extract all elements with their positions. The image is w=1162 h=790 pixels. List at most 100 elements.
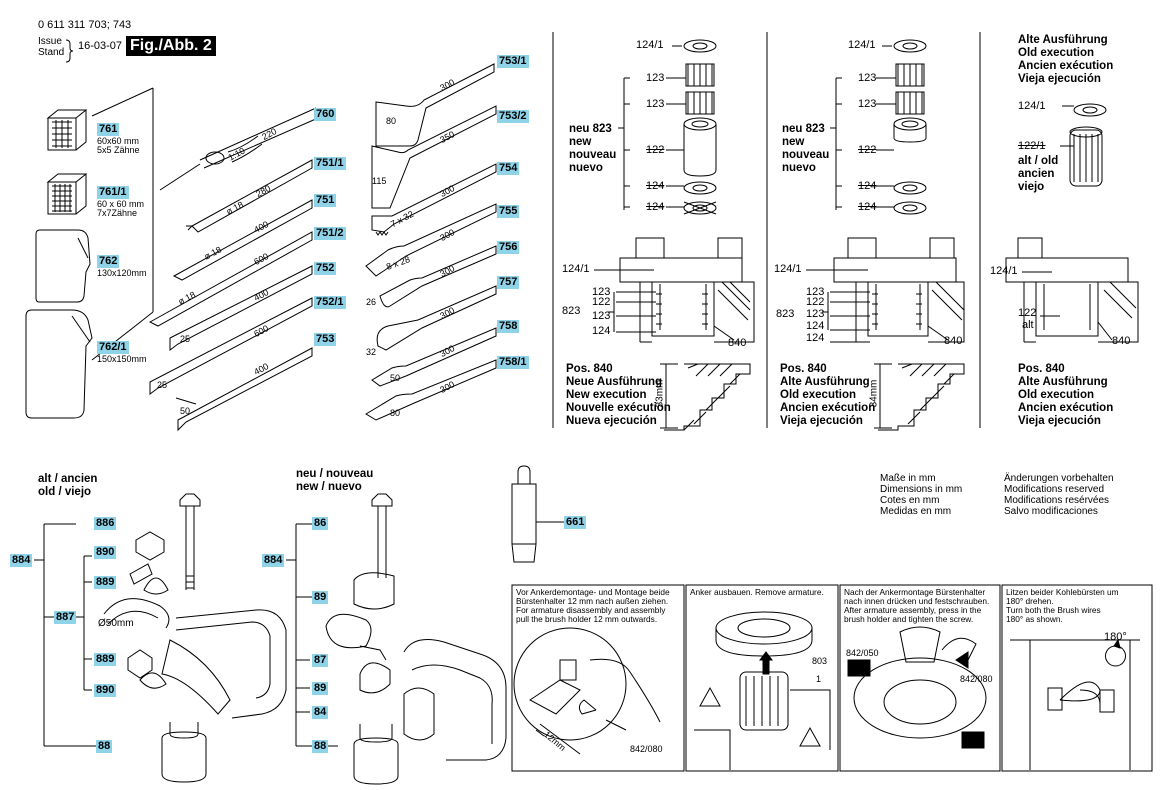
- label-89b: 89: [312, 682, 329, 695]
- note-dims-1: Maße in mm: [880, 473, 936, 484]
- label-753: 753: [314, 333, 337, 346]
- label-758: 758: [497, 320, 520, 333]
- note-dims-4: Medidas en mm: [880, 506, 952, 517]
- pa-head-4: Vieja ejecución: [1018, 73, 1101, 85]
- instruction-box-3-frame: [839, 584, 1001, 772]
- dim-752-width: 25: [180, 334, 191, 344]
- dim-753-1-width: 80: [386, 116, 397, 126]
- po-sec-123: 123: [806, 286, 825, 298]
- pad-761-drawing: [46, 109, 88, 151]
- label-84: 84: [312, 706, 329, 719]
- instr4-180: 180°: [1104, 631, 1127, 643]
- pn-pos-3: New execution: [566, 389, 647, 401]
- part-number: 0 611 311 703; 743: [38, 19, 132, 31]
- pn-dim-33: 33mm: [654, 379, 666, 408]
- bushing-stack-old: [893, 39, 927, 215]
- hn-title-2: new / nuevo: [296, 481, 362, 493]
- instr2-1: 1: [816, 674, 822, 684]
- pa-sec-840: 840: [1112, 335, 1131, 347]
- pad4-size: 150x150mm: [97, 354, 147, 364]
- pn-sec-123: 123: [592, 286, 611, 298]
- chisel-758-drawing: [371, 327, 497, 387]
- pn-neu-3: nouveau: [569, 149, 617, 161]
- chisel-756-drawing: [379, 245, 497, 308]
- instr1-line4: pull the brush holder 12 mm outwards.: [516, 614, 658, 624]
- label-757: 757: [497, 276, 520, 289]
- label-753-1: 753/1: [497, 55, 529, 68]
- chisel-757-drawing: [376, 285, 497, 351]
- instr3-line1: Nach der Ankermontage Bürstenhalter: [844, 587, 986, 597]
- cylinder-section-old: [833, 237, 965, 343]
- dim-752-1-width: 25: [157, 380, 168, 390]
- pad-762-1-drawing: [25, 309, 93, 419]
- handle-old-drawing: [34, 493, 287, 783]
- chisel-751-1-drawing: [191, 159, 313, 233]
- ho-title-2: old / viejo: [38, 486, 92, 498]
- instr1-line3: For armature disassembly and assembly: [516, 605, 666, 615]
- chisel-751-drawing: [172, 199, 313, 281]
- po-part-124a: 124: [858, 180, 877, 192]
- chisel-754-drawing: [371, 163, 497, 233]
- pa-sec-122: 122: [1018, 307, 1037, 319]
- label-88-old: 88: [96, 740, 113, 753]
- pn-part-124-1: 124/1: [636, 39, 664, 51]
- pn-pos-4: Nouvelle exécution: [566, 402, 671, 414]
- pad1-teeth: 5x5 Zähne: [97, 145, 140, 155]
- pa-pos-1: Pos. 840: [1018, 363, 1065, 375]
- po-sec-124b: 124: [806, 332, 825, 344]
- note-mods-4: Salvo modificaciones: [1004, 506, 1098, 517]
- pa-head-2: Old execution: [1018, 47, 1095, 59]
- pn-sec-124-1: 124/1: [562, 263, 590, 275]
- pa-head-1: Alte Ausführung: [1018, 34, 1108, 46]
- instr1-line2: Bürstenhalter 12 mm nach außen ziehen.: [516, 596, 669, 606]
- label-86: 86: [312, 517, 329, 530]
- po-neu-2: new: [782, 136, 805, 148]
- instruction-box-1-frame: [511, 584, 685, 772]
- po-sec-123b: 123: [806, 308, 825, 320]
- instr4-line1: Litzen beider Kohlebürsten um: [1006, 587, 1119, 597]
- pa-alt-old: alt / old: [1018, 155, 1059, 167]
- chisel-753-2-drawing: [371, 105, 497, 209]
- pn-sec-823: 823: [562, 305, 581, 317]
- label-752: 752: [314, 262, 337, 275]
- pad3-size: 130x120mm: [97, 268, 147, 278]
- pad-762-drawing: [35, 229, 91, 303]
- instr4-line2: 180° drehen.: [1006, 596, 1054, 606]
- instr1-line1: Vor Ankerdemontage- und Montage beide: [516, 587, 670, 597]
- label-762-1: 762/1: [97, 341, 129, 354]
- chisel-751-2-drawing: [148, 231, 313, 327]
- po-part-122: 122: [858, 144, 877, 156]
- label-884-new: 884: [262, 554, 285, 567]
- pos-840-new-drawing: [664, 363, 751, 431]
- issue-date: 16-03-07: [78, 40, 123, 52]
- instr2-803: 803: [812, 656, 828, 666]
- note-dims-2: Dimensions in mm: [880, 484, 963, 495]
- chisel-758-1-drawing: [365, 359, 497, 421]
- po-sec-840: 840: [944, 335, 963, 347]
- label-761: 761: [97, 123, 120, 136]
- dim-753-width: 50: [180, 406, 191, 416]
- pn-part-122: 122: [646, 144, 665, 156]
- pn-part-123a: 123: [646, 72, 665, 84]
- po-sec-124a: 124: [806, 320, 825, 332]
- pa-viejo: viejo: [1018, 181, 1045, 193]
- pa-part-124-1: 124/1: [1018, 100, 1046, 112]
- pn-pos-1: Pos. 840: [566, 363, 613, 375]
- handle-new-drawing: [286, 493, 507, 785]
- chisel-760-drawing: [159, 107, 319, 191]
- instr3-line3: After armature assembly, press in the: [844, 605, 982, 615]
- label-89a: 89: [312, 591, 329, 604]
- pad2-teeth: 7x7Zähne: [97, 208, 138, 218]
- dim-758-1-width: 80: [390, 408, 401, 418]
- chisel-755-drawing: [365, 203, 497, 277]
- po-sec-124-1: 124/1: [774, 263, 802, 275]
- instruction-box-2-frame: [685, 584, 839, 772]
- po-part-124-1: 124/1: [848, 39, 876, 51]
- label-755: 755: [497, 205, 520, 218]
- po-neu-1: neu 823: [782, 123, 825, 135]
- dim-757-width: 32: [366, 347, 377, 357]
- label-754: 754: [497, 162, 520, 175]
- bushing-stack-new: [683, 39, 717, 215]
- instr3-842-080: 842/080: [960, 674, 993, 684]
- pa-ancien: ancien: [1018, 168, 1055, 180]
